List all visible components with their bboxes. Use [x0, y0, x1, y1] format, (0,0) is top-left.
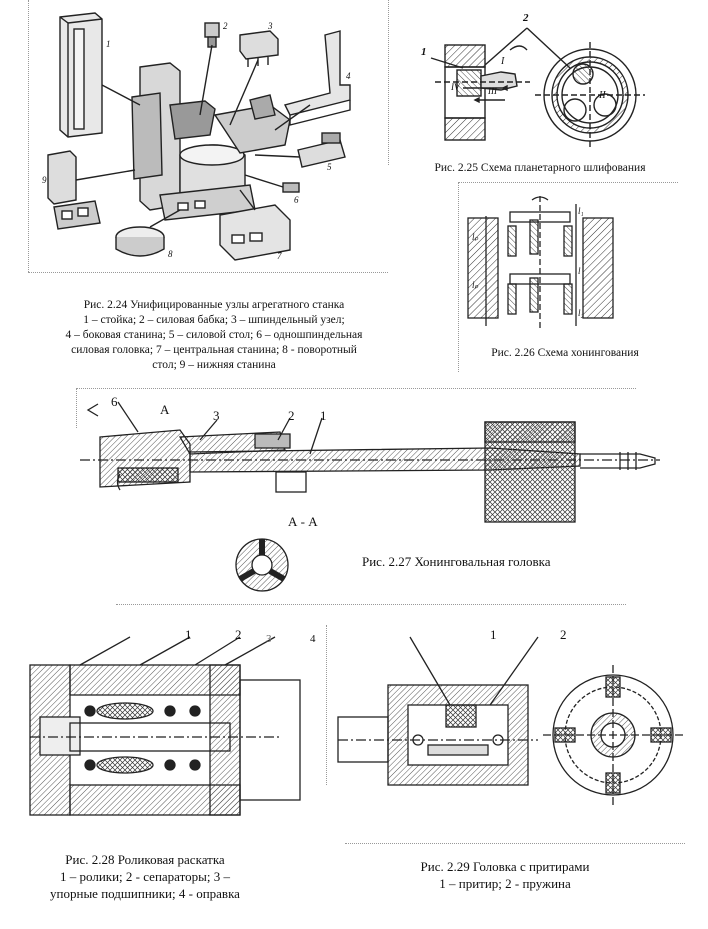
section-label: А - А — [288, 514, 318, 529]
part-number: 7 — [277, 251, 282, 261]
label-l: l — [578, 266, 581, 276]
frame-line — [116, 604, 626, 605]
label-l2: l₂ — [578, 308, 584, 318]
caption-line: 1 – притир; 2 - пружина — [439, 876, 571, 891]
figure-2-27-drawing: 6 А 3 2 1 — [80, 392, 670, 542]
lapping-head-drawing — [337, 636, 683, 805]
figure-2-29-drawing: 1 2 — [337, 625, 703, 815]
part-label: 1 — [320, 408, 327, 423]
planetary-grinding-scheme — [430, 27, 645, 150]
caption-line: Рис. 2.28 Роликовая раскатка — [65, 852, 225, 867]
machine-units-illustration — [47, 12, 351, 261]
roller-burnishing-drawing — [29, 636, 301, 816]
part-label: 2 — [235, 627, 242, 642]
caption-line: упорные подшипники; 4 - оправка — [50, 886, 240, 901]
figure-2-25-caption: Рис. 2.25 Схема планетарного шлифования — [434, 162, 646, 174]
section-mark: А — [160, 402, 170, 417]
part-label: 4 — [310, 633, 316, 645]
part-number: 1 — [106, 39, 111, 49]
frame-line — [28, 272, 388, 273]
figure-2-27-caption: Рис. 2.27 Хонинговальная головка — [362, 554, 551, 569]
part-label: 6 — [111, 394, 118, 409]
label-l1: l₁ — [578, 206, 584, 216]
caption-line: 4 – боковая станина; 5 – силовой стол; 6… — [65, 329, 363, 341]
honing-scheme — [467, 196, 614, 331]
frame-line — [76, 388, 636, 389]
label-1: 1 — [421, 46, 427, 58]
part-number: 4 — [346, 71, 351, 81]
caption-line: стол; 9 – нижняя станина — [152, 359, 276, 371]
label-2: 2 — [523, 12, 529, 24]
part-number: 5 — [327, 162, 332, 172]
label-roman-2: II — [599, 90, 606, 101]
figure-2-28-drawing: 1 2 3 4 — [29, 625, 320, 840]
frame-line — [326, 625, 327, 785]
caption-line: Рис. 2.29 Головка с притирами — [420, 859, 590, 874]
part-number: 6 — [294, 195, 299, 205]
part-label: 2 — [288, 408, 295, 423]
figure-2-25-drawing: 1 2 I II III IV — [405, 10, 695, 160]
caption-line: силовая головка; 7 – центральная станина… — [71, 344, 357, 356]
caption-line: 1 – ролики; 2 - сепараторы; 3 – — [60, 869, 230, 884]
frame-line — [458, 182, 678, 183]
label-lp2: lₚ — [472, 280, 479, 290]
caption-line: Рис. 2.24 Унифицированные узлы агрегатно… — [83, 299, 345, 311]
part-number: 2 — [223, 21, 228, 31]
part-label: 3 — [213, 408, 220, 423]
honing-head-drawing — [80, 401, 660, 523]
figure-2-29-caption: Рис. 2.29 Головка с притирами 1 – притир… — [380, 858, 630, 892]
frame-line — [28, 0, 29, 272]
part-number: 8 — [168, 249, 173, 259]
frame-line — [388, 0, 389, 165]
frame-line — [458, 182, 459, 372]
label-roman-4: IV — [451, 82, 460, 92]
label-roman-1: I — [501, 56, 505, 67]
figure-2-24-drawing: 1 2 3 4 5 6 7 8 9 — [40, 5, 380, 270]
part-label: 1 — [185, 627, 192, 642]
frame-line — [76, 388, 77, 428]
part-number: 9 — [42, 175, 47, 185]
part-label: 3 — [266, 633, 272, 645]
section-a-a-view — [235, 538, 289, 592]
figure-2-28-caption: Рис. 2.28 Роликовая раскатка 1 – ролики;… — [20, 851, 270, 902]
part-label: 2 — [560, 627, 567, 642]
figure-2-24-caption: Рис. 2.24 Унифицированные узлы агрегатно… — [44, 298, 384, 373]
caption-line: 1 – стойка; 2 – силовая бабка; 3 – шпинд… — [83, 314, 345, 326]
part-number: 3 — [268, 21, 273, 31]
label-lp: lₚ — [472, 232, 479, 242]
figure-2-26-caption: Рис. 2.26 Схема хонингования — [491, 347, 639, 359]
part-label: 1 — [490, 627, 497, 642]
label-roman-3: III — [488, 86, 497, 96]
figure-2-26-drawing: l₁ l lₚ lₚ l₂ — [467, 196, 628, 336]
frame-line — [345, 843, 685, 844]
